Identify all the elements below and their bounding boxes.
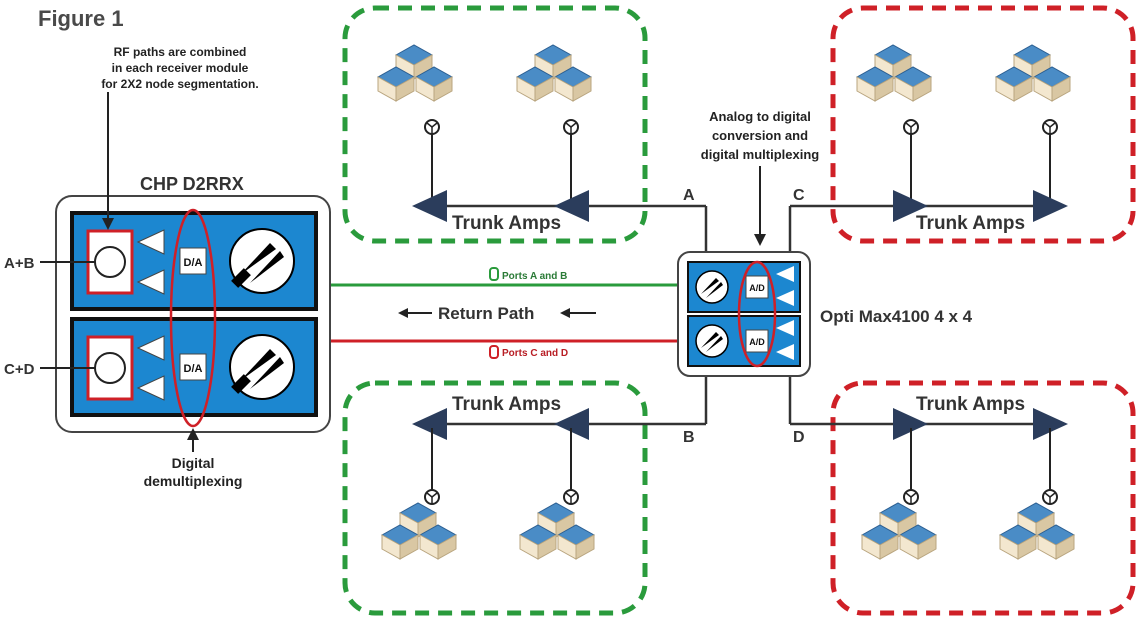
service-area-a (342, 5, 648, 244)
optical-transmitter-icon (695, 324, 729, 358)
amp-icon (136, 229, 165, 255)
amp-icon (136, 269, 165, 295)
receiver-title: CHP D2RRX (140, 174, 244, 194)
figure-title: Figure 1 (38, 6, 124, 31)
house-cluster (996, 45, 1070, 101)
optical-transmitter-icon (695, 270, 729, 304)
rf-note-line-3: for 2X2 node segmentation. (101, 77, 258, 91)
service-area-d (830, 380, 1136, 616)
port-cd-label: C+D (4, 361, 35, 378)
demux-highlight (169, 208, 217, 428)
ad-converter-label: A/D (749, 283, 765, 293)
ad-converter-icon (745, 329, 769, 353)
amp-icon (776, 266, 794, 282)
ad-converter-label: A/D (749, 337, 765, 347)
amp-icon (776, 320, 794, 336)
port-ab-label: A+B (4, 255, 35, 272)
return-path-arrows (398, 308, 596, 318)
demux-note-line-2: demultiplexing (144, 473, 243, 489)
analog-note-line-3: digital multiplexing (701, 147, 820, 162)
amp-icon (136, 375, 165, 401)
analog-note-line-2: conversion and (712, 128, 808, 143)
trunk-amps-label: Trunk Amps (916, 394, 1025, 415)
house-cluster (378, 45, 452, 101)
trunk-line-a (412, 119, 708, 255)
demux-note-line-1: Digital (172, 455, 215, 471)
branch-a-label: A (683, 187, 695, 204)
analog-note-arrow (754, 166, 766, 246)
da-converter-label: D/A (184, 363, 203, 375)
rf-note-arrow (102, 92, 114, 230)
red-link-label: Ports C and D (502, 348, 568, 359)
combiner-icon (94, 246, 126, 278)
transmitter-module-ab (687, 261, 801, 313)
amp-icon (776, 344, 794, 360)
branch-c-label: C (793, 187, 805, 204)
branch-b-label: B (683, 429, 695, 446)
house-cluster (520, 503, 594, 559)
trunk-line-b (412, 370, 708, 505)
amp-icon (136, 335, 165, 361)
da-converter-icon (179, 247, 207, 275)
house-cluster (517, 45, 591, 101)
da-converter-icon (179, 353, 207, 381)
rf-note-line-1: RF paths are combined (114, 45, 247, 59)
trunk-amps-label: Trunk Amps (916, 213, 1025, 234)
trunk-line-c (788, 119, 1068, 255)
house-cluster (382, 503, 456, 559)
green-link-label: Ports A and B (502, 271, 567, 282)
rf-note-line-2: in each receiver module (112, 61, 249, 75)
return-path-label: Return Path (438, 304, 534, 323)
house-cluster (1000, 503, 1074, 559)
house-cluster (862, 503, 936, 559)
analog-note-line-1: Analog to digital (709, 109, 811, 124)
transmitter-title: Opti Max4100 4 x 4 (820, 307, 973, 326)
green-port-marker (489, 267, 499, 281)
house-cluster (857, 45, 931, 101)
red-port-marker (489, 345, 499, 359)
mux-highlight (737, 260, 777, 368)
ad-converter-icon (745, 275, 769, 299)
optical-receiver-icon (229, 228, 295, 294)
branch-d-label: D (793, 429, 805, 446)
trunk-amps-label: Trunk Amps (452, 213, 561, 234)
combiner-icon (94, 352, 126, 384)
da-converter-label: D/A (184, 257, 203, 269)
trunk-amps-label: Trunk Amps (452, 394, 561, 415)
optical-receiver-icon (229, 334, 295, 400)
service-area-c (830, 5, 1136, 244)
amp-icon (776, 290, 794, 306)
trunk-line-d (788, 370, 1068, 505)
service-area-b (342, 380, 648, 616)
demux-arrow (187, 428, 199, 452)
